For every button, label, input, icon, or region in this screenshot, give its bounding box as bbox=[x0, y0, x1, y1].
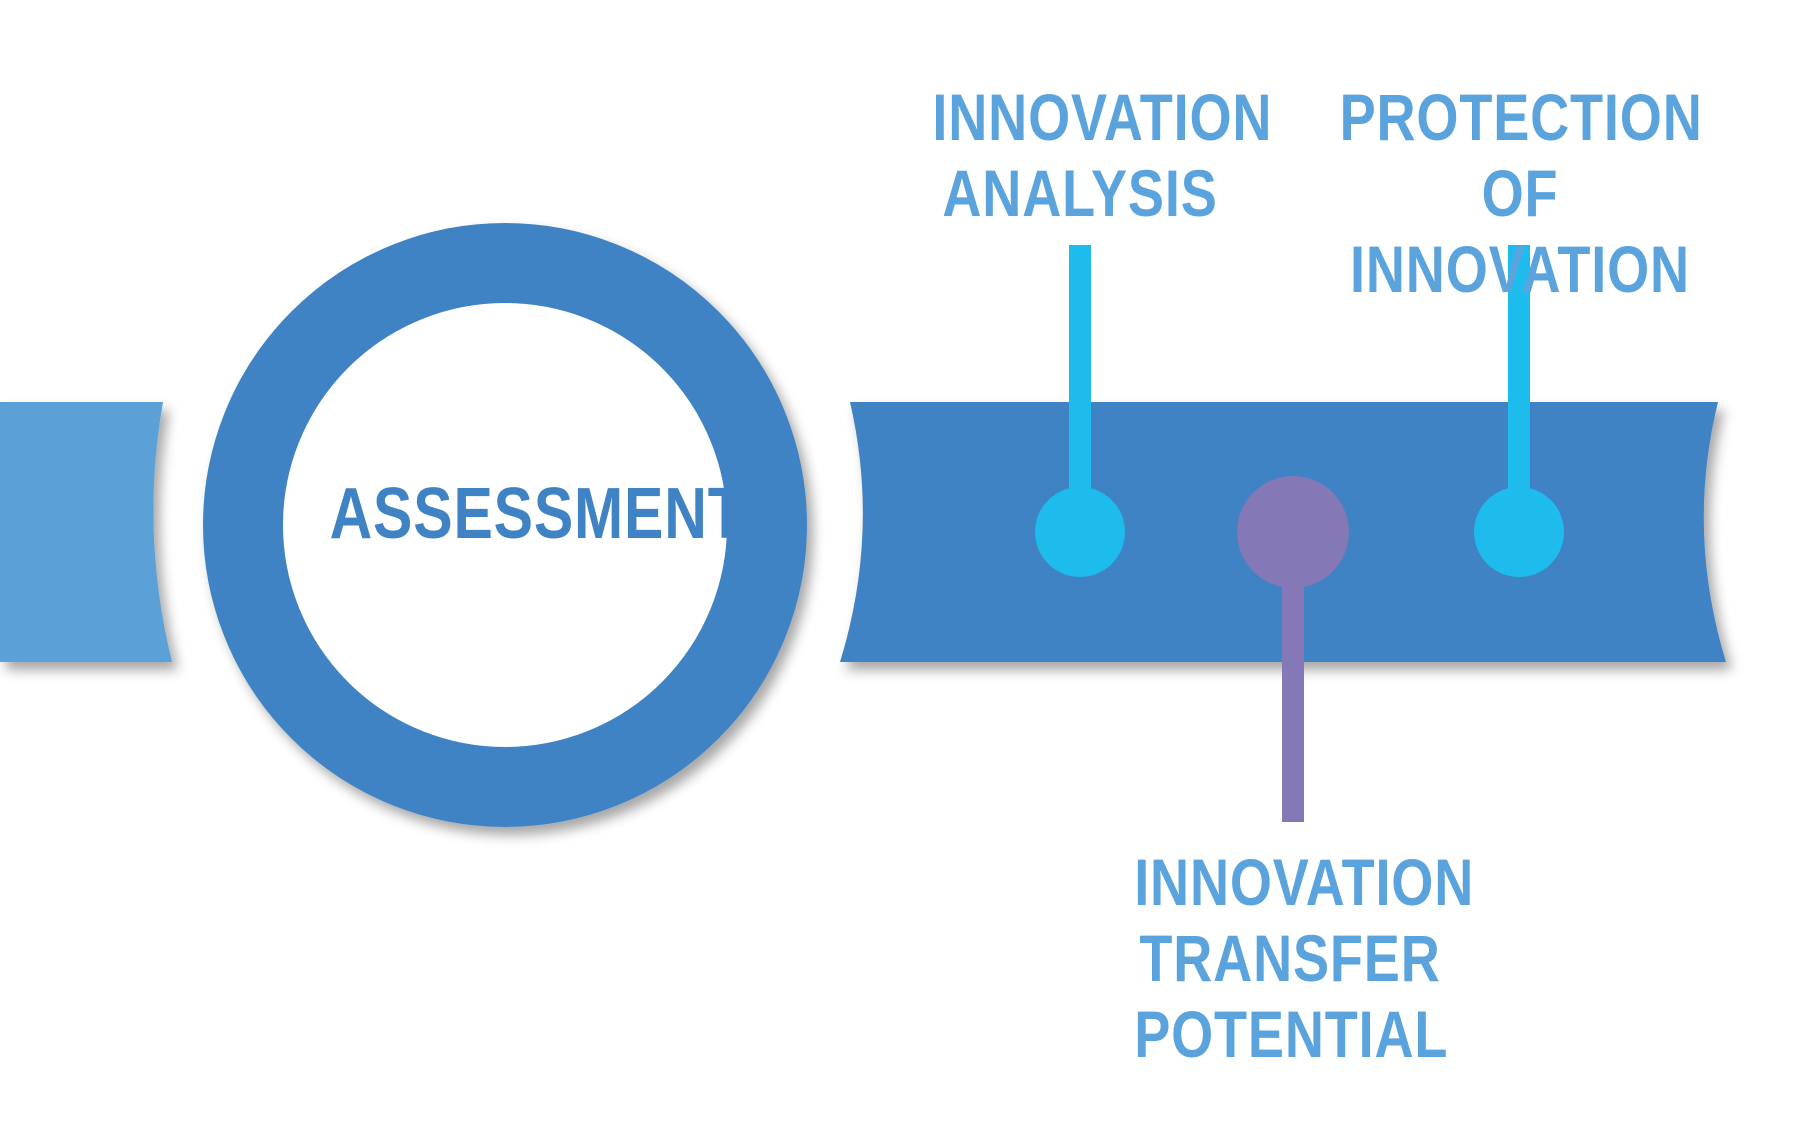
milestone-label-analysis: INNOVATION ANALYSIS bbox=[932, 80, 1273, 232]
analysis-dot bbox=[1035, 487, 1125, 577]
label-line: POTENTIAL bbox=[1134, 996, 1449, 1071]
protection-dot bbox=[1474, 487, 1564, 577]
label-line: PROTECTION OF bbox=[1339, 80, 1703, 230]
milestone-label-protection: PROTECTION OF INNOVATION bbox=[1339, 80, 1703, 308]
label-line: TRANSFER bbox=[1139, 920, 1441, 995]
label-line: ANALYSIS bbox=[942, 155, 1218, 230]
analysis-stem bbox=[1069, 245, 1091, 525]
protection-stem bbox=[1508, 245, 1530, 525]
assessment-ring bbox=[203, 223, 807, 827]
transfer-dot bbox=[1237, 476, 1349, 588]
assessment-label: ASSESSMENT bbox=[329, 474, 745, 554]
label-line: INNOVATION bbox=[1350, 231, 1690, 306]
left-band bbox=[0, 402, 172, 662]
label-line: INNOVATION bbox=[932, 80, 1273, 154]
milestone-label-transfer: INNOVATION TRANSFER POTENTIAL bbox=[1134, 845, 1475, 1073]
label-line: INNOVATION bbox=[1134, 845, 1475, 919]
transfer-stem bbox=[1282, 532, 1304, 822]
